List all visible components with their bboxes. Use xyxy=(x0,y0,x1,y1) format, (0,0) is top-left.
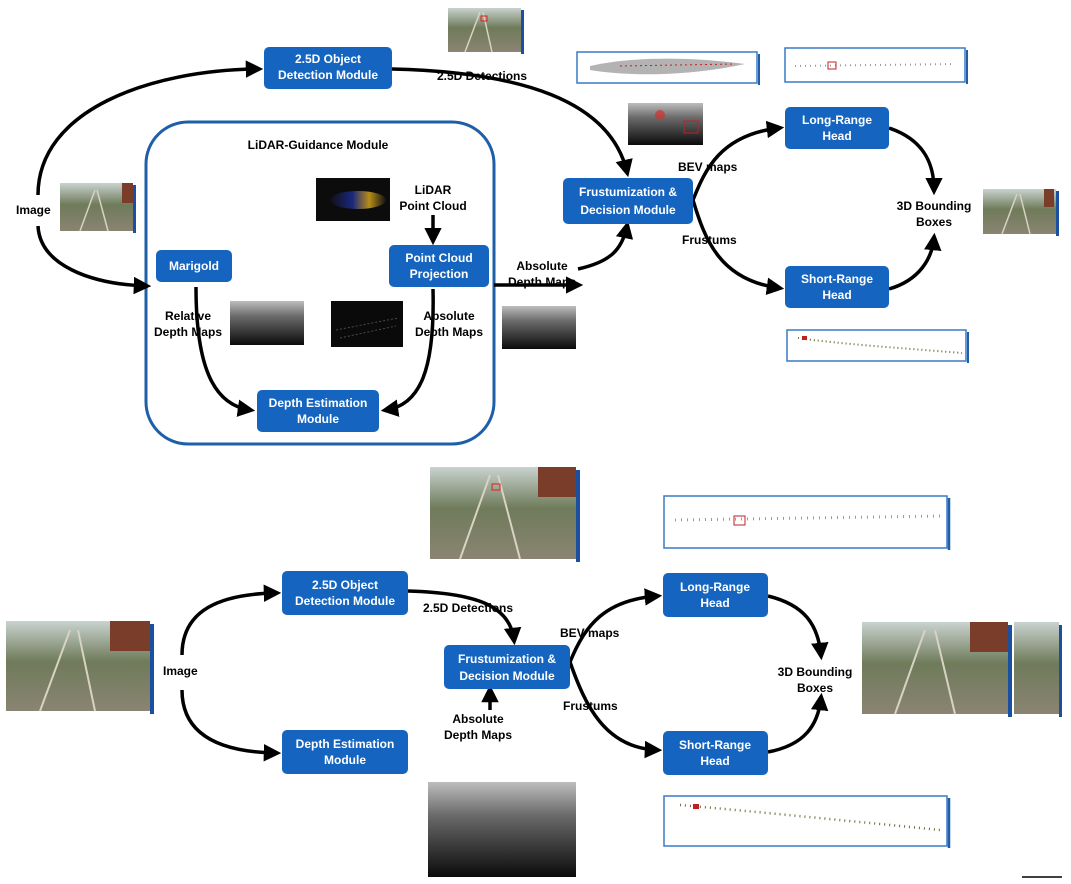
b-arrow-short-to-boxes xyxy=(767,692,829,754)
bottom-output-image-thumb-2 xyxy=(1014,622,1062,717)
top-long-range-box: Long-Range Head xyxy=(785,107,889,149)
bottom-depth-estimation-line2: Module xyxy=(324,753,366,767)
b-arrow-image-to-detection xyxy=(180,584,282,656)
bottom-object-detection-line1: 2.5D Object xyxy=(312,578,378,592)
top-frustumization-line1: Frustumization & xyxy=(579,185,677,199)
bottom-absolute-depth-1: Absolute xyxy=(452,712,504,726)
top-lidar-label-2: Point Cloud xyxy=(399,199,466,213)
arrow-short-to-boxes xyxy=(888,232,942,291)
bottom-short-range-box: Short-Range Head xyxy=(663,731,768,775)
arrow-image-to-detection xyxy=(36,60,264,196)
top-marigold-box: Marigold xyxy=(156,250,232,282)
top-absolute-depth-inner-2: Depth Maps xyxy=(415,325,483,339)
bottom-short-range-line2: Head xyxy=(700,754,729,768)
top-frustum-depth-thumb xyxy=(628,103,703,145)
bottom-detections-label: 2.5D Detections xyxy=(423,601,513,615)
top-absolute-depth-outer-1: Absolute xyxy=(516,259,568,273)
bottom-absolute-depth-2: Depth Maps xyxy=(444,728,512,742)
top-bev-maps-label: BEV maps xyxy=(678,160,738,174)
top-output-image-thumb xyxy=(983,189,1059,236)
top-bev-thumb xyxy=(784,47,968,84)
arrow-projection-to-depth xyxy=(380,288,435,417)
b-arrow-long-to-boxes xyxy=(767,594,829,661)
bottom-short-range-line1: Short-Range xyxy=(679,738,751,752)
top-object-detection-line2: Detection Module xyxy=(278,68,378,82)
bottom-object-detection-line2: Detection Module xyxy=(295,594,395,608)
top-long-range-line1: Long-Range xyxy=(802,113,872,127)
top-detection-thumb xyxy=(448,8,524,54)
arrow-frustum-to-short xyxy=(691,199,785,296)
top-frustumization-line2: Decision Module xyxy=(580,203,676,217)
top-range-bev-thumb xyxy=(786,329,969,363)
top-projection-line2: Projection xyxy=(410,267,469,281)
top-frustumization-box: Frustumization & Decision Module xyxy=(563,178,693,224)
b-arrow-frustum-to-short xyxy=(568,661,663,759)
bottom-object-detection-box: 2.5D Object Detection Module xyxy=(282,571,408,615)
bottom-depth-estimation-line1: Depth Estimation xyxy=(296,737,395,751)
top-depth-estimation-line1: Depth Estimation xyxy=(269,396,368,410)
bottom-bbox-label-2: Boxes xyxy=(797,681,833,695)
top-bbox-label-1: 3D Bounding xyxy=(897,199,972,213)
b-arrow-image-to-depth xyxy=(180,689,282,762)
top-relative-depth-label-1: Relative xyxy=(165,309,211,323)
bottom-frustums-label: Frustums xyxy=(563,699,618,713)
bottom-bev-maps-label: BEV maps xyxy=(560,626,620,640)
bottom-image-label: Image xyxy=(163,664,198,678)
top-absolute-depth-sparse-thumb xyxy=(331,301,403,347)
bottom-bbox-label-1: 3D Bounding xyxy=(778,665,853,679)
bottom-long-range-line2: Head xyxy=(700,596,729,610)
bottom-long-range-box: Long-Range Head xyxy=(663,573,768,617)
top-absolute-depth-dense-thumb xyxy=(502,306,576,349)
bottom-frustumization-line2: Decision Module xyxy=(459,669,555,683)
bottom-long-range-line1: Long-Range xyxy=(680,580,750,594)
top-short-range-line1: Short-Range xyxy=(801,272,873,286)
top-relative-depth-thumb xyxy=(230,301,304,345)
top-image-label: Image xyxy=(16,203,51,217)
bottom-frustumization-box: Frustumization & Decision Module xyxy=(444,645,570,689)
bottom-output-image-thumb-1 xyxy=(862,622,1012,717)
top-absolute-depth-inner-1: Absolute xyxy=(423,309,475,323)
top-object-detection-line1: 2.5D Object xyxy=(295,52,361,66)
bottom-bev-thumb xyxy=(663,495,951,550)
b-arrow-detection-to-frustum xyxy=(407,589,522,646)
bottom-depth-estimation-box: Depth Estimation Module xyxy=(282,730,408,774)
top-lidar-thumb xyxy=(316,178,390,221)
arrow-frustum-to-long xyxy=(691,120,785,201)
arrow-image-to-marigold xyxy=(36,225,152,295)
top-absolute-depth-outer-2: Depth Maps xyxy=(508,275,576,289)
arrow-marigold-to-depth xyxy=(194,286,256,417)
arrow-long-to-boxes xyxy=(888,126,943,196)
top-marigold-label: Marigold xyxy=(169,259,219,273)
arrow-depth-to-frustum xyxy=(577,220,634,271)
bottom-input-image-thumb xyxy=(6,621,154,714)
top-depth-estimation-box: Depth Estimation Module xyxy=(257,390,379,432)
bottom-frustumization-line1: Frustumization & xyxy=(458,652,556,666)
top-input-image-thumb xyxy=(60,183,136,233)
top-depth-estimation-line2: Module xyxy=(297,412,339,426)
top-point-cloud-projection-box: Point Cloud Projection xyxy=(389,245,489,287)
top-projection-line1: Point Cloud xyxy=(405,251,472,265)
bottom-depth-map-thumb xyxy=(428,782,576,877)
bottom-detection-thumb xyxy=(430,467,580,562)
bottom-range-bev-thumb xyxy=(663,795,951,848)
top-short-range-line2: Head xyxy=(822,288,851,302)
lidar-guidance-title: LiDAR-Guidance Module xyxy=(248,138,389,152)
top-short-range-box: Short-Range Head xyxy=(785,266,889,308)
top-long-range-line2: Head xyxy=(822,129,851,143)
top-object-detection-box: 2.5D Object Detection Module xyxy=(264,47,392,89)
top-frustums-label: Frustums xyxy=(682,233,737,247)
top-lidar-label-1: LiDAR xyxy=(415,183,452,197)
b-arrow-frustum-to-long xyxy=(568,588,663,663)
top-detections-label: 2.5D Detections xyxy=(437,69,527,83)
arrow-detection-to-frustum xyxy=(391,67,633,178)
top-bbox-label-2: Boxes xyxy=(916,215,952,229)
top-point-cloud-side-thumb xyxy=(576,51,760,85)
top-relative-depth-label-2: Depth Maps xyxy=(154,325,222,339)
